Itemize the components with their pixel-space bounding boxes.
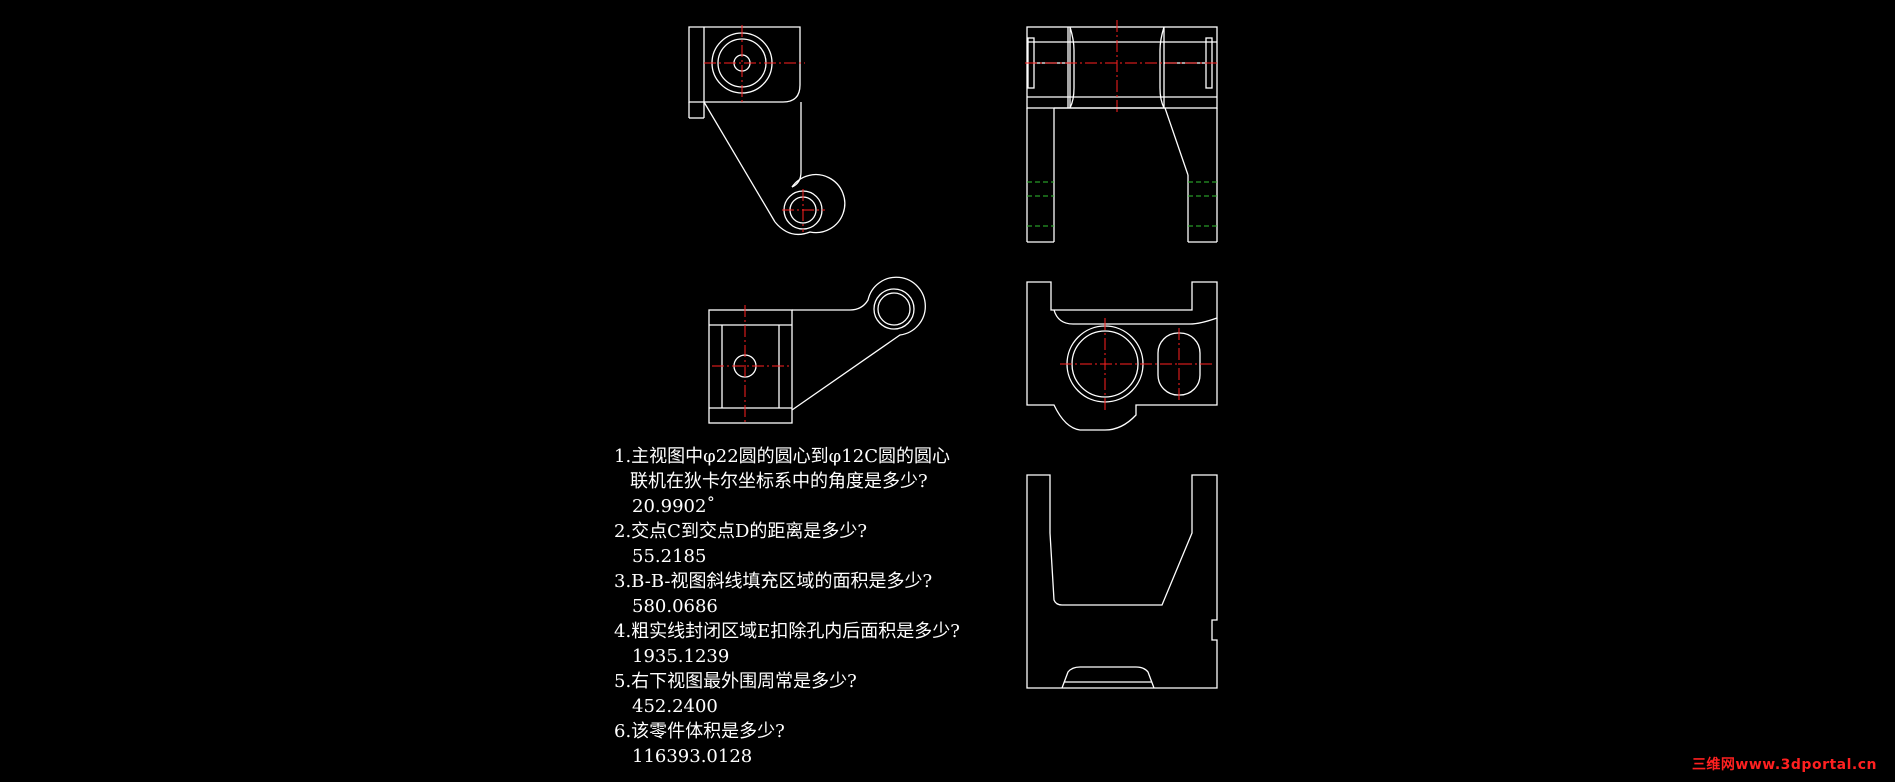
question-2: 2.交点C到交点D的距离是多少? 55.2185: [614, 519, 1034, 569]
question-1: 1.主视图中φ22圆的圆心到φ12C圆的圆心 联机在狄卡尔坐标系中的角度是多少?…: [614, 444, 1034, 519]
question-6: 6.该零件体积是多少? 116393.0128: [614, 719, 1034, 769]
question-5: 5.右下视图最外围周常是多少? 452.2400: [614, 669, 1034, 719]
watermark-text: 三维网www.3dportal.cn: [1691, 757, 1877, 773]
question-list: 1.主视图中φ22圆的圆心到φ12C圆的圆心 联机在狄卡尔坐标系中的角度是多少?…: [614, 444, 1034, 769]
answer-4: 1935.1239: [632, 646, 730, 667]
answer-5: 452.2400: [632, 696, 718, 717]
side-view: [1025, 20, 1219, 243]
question-1-line-1: 1.主视图中φ22圆的圆心到φ12C圆的圆心: [614, 446, 950, 467]
answer-3: 580.0686: [632, 596, 718, 617]
answer-1: 20.9902˚: [632, 496, 716, 517]
section-view: [1026, 281, 1218, 431]
top-view: [708, 276, 926, 425]
answer-2: 55.2185: [632, 546, 707, 567]
question-4-text: 4.粗实线封闭区域E扣除孔内后面积是多少?: [614, 621, 960, 642]
question-4: 4.粗实线封闭区域E扣除孔内后面积是多少? 1935.1239: [614, 619, 1034, 669]
question-3: 3.B-B-视图斜线填充区域的面积是多少? 580.0686: [614, 569, 1034, 619]
question-3-text: 3.B-B-视图斜线填充区域的面积是多少?: [614, 571, 933, 592]
question-6-text: 6.该零件体积是多少?: [614, 721, 785, 742]
question-2-text: 2.交点C到交点D的距离是多少?: [614, 521, 868, 542]
bottom-view: [1026, 474, 1218, 689]
question-1-line-2: 联机在狄卡尔坐标系中的角度是多少?: [630, 471, 928, 492]
question-5-text: 5.右下视图最外围周常是多少?: [614, 671, 857, 692]
front-view: [688, 25, 846, 236]
answer-6: 116393.0128: [632, 746, 753, 767]
